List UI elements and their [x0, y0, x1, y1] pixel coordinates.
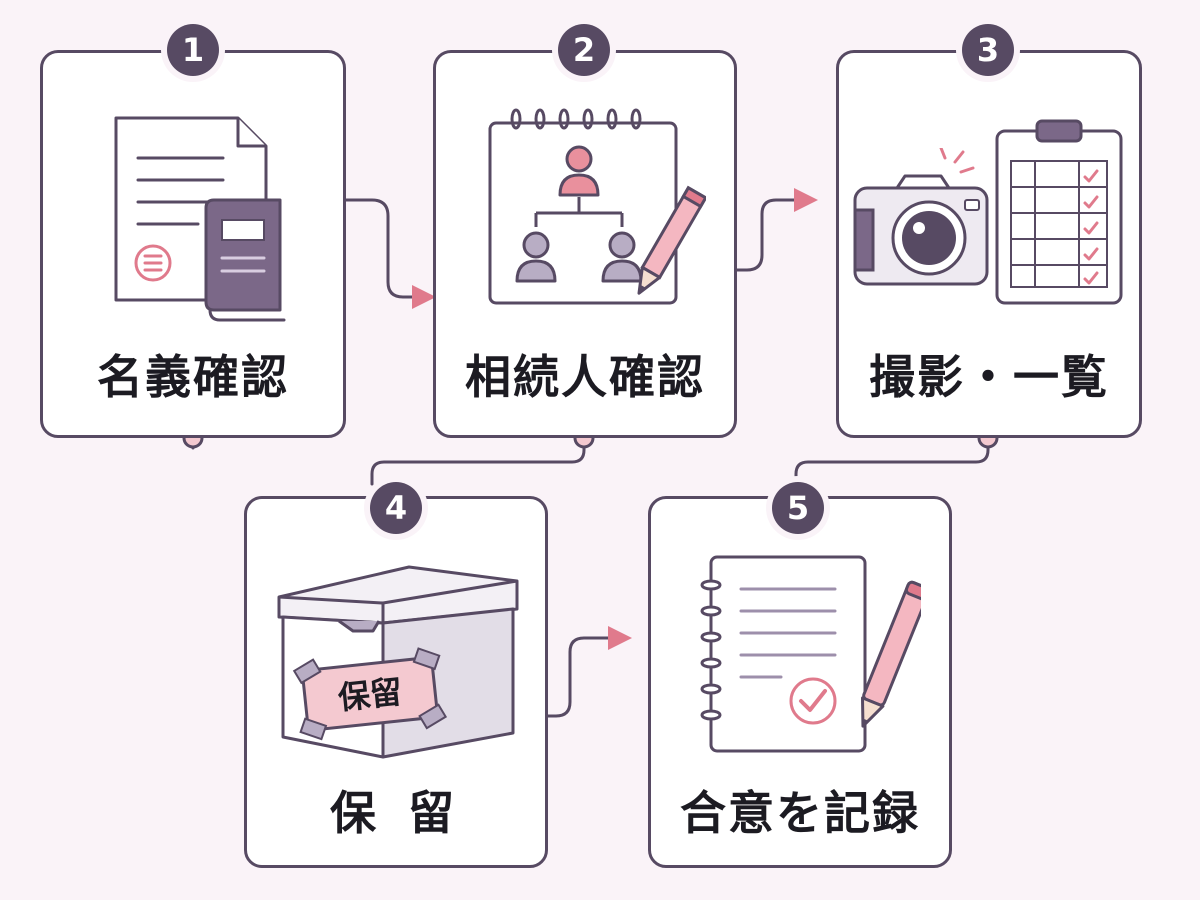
step-number-4: 4	[370, 482, 422, 534]
step-number-3: 3	[962, 24, 1014, 76]
box-sticker-text: 保留	[336, 673, 404, 717]
connector-2-3	[735, 198, 796, 272]
step-card-2: 相続人確認	[433, 50, 737, 438]
connector-3-5	[794, 436, 990, 486]
step-label-2: 相続人確認	[465, 350, 705, 404]
step-card-3: 撮影・一覧	[836, 50, 1142, 438]
arrow-to-step-5	[608, 626, 632, 650]
step-number-2: 2	[558, 24, 610, 76]
connector-2-4	[370, 436, 586, 486]
clipboard-checklist-icon	[995, 119, 1123, 305]
step-number-1: 1	[167, 24, 219, 76]
notebook-pen-icon	[700, 555, 921, 753]
document-book-icon	[114, 116, 286, 322]
family-tree-notepad-icon	[488, 108, 706, 305]
connector-4-5	[546, 636, 610, 718]
step-card-4: 保留 保 留	[244, 496, 548, 868]
step-label-1: 名義確認	[97, 350, 289, 404]
arrow-to-step-3	[794, 188, 818, 212]
step-card-5: 合意を記録	[648, 496, 952, 868]
arrow-to-step-2	[412, 285, 436, 309]
camera-icon	[853, 148, 989, 286]
step-number-5: 5	[772, 482, 824, 534]
step-label-5: 合意を記録	[680, 786, 920, 840]
connector-1-2	[344, 198, 414, 299]
step-label-3: 撮影・一覧	[869, 350, 1109, 404]
storage-box-icon: 保留	[277, 565, 519, 759]
step-label-4: 保 留	[329, 786, 462, 840]
step-card-1: 名義確認	[40, 50, 346, 438]
